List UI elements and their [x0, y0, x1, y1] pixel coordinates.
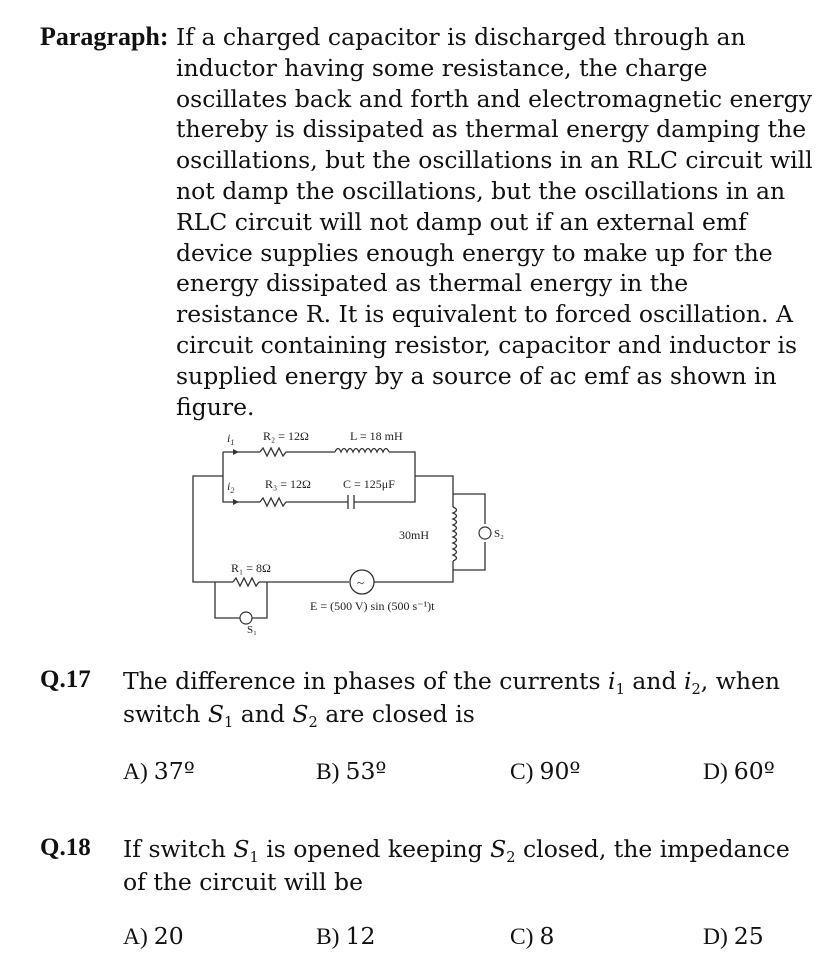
- l-label: L = 18 mH: [350, 429, 403, 443]
- circuit-diagram: i1 i2 R₂ = 12Ω L = 18 mH R₃ = 12Ω C = 12…: [192, 429, 504, 636]
- paragraph-text: If a charged capacitor is discharged thr…: [176, 22, 813, 422]
- paragraph-line: oscillates back and forth and electromag…: [176, 84, 812, 113]
- paragraph-line: oscillations, but the oscillations in an…: [176, 146, 813, 175]
- paragraph-line: inductor having some resistance, the cha…: [176, 53, 708, 82]
- right-wire: [375, 561, 454, 583]
- question-number: Q.18: [40, 834, 91, 861]
- paragraph-line: RLC circuit will not damp out if an exte…: [176, 207, 747, 236]
- branch2-wire: [222, 476, 260, 503]
- paragraph-label: Paragraph:: [40, 22, 169, 51]
- l2-inductor: [451, 506, 458, 562]
- question-line: If switch S1 is opened keeping S2 closed…: [123, 835, 790, 867]
- r1-resistor: [232, 576, 260, 588]
- option-b[interactable]: B)53º: [316, 757, 387, 785]
- option-c[interactable]: C)8: [510, 922, 555, 950]
- i2-arrow: [233, 499, 239, 505]
- paragraph-line: supplied energy by a source of ac emf as…: [176, 361, 777, 390]
- question-text: If switch S1 is opened keeping S2 closed…: [123, 833, 803, 899]
- s2-wire: [453, 542, 486, 571]
- branch1-wire: [389, 451, 416, 476]
- question-line: of the circuit will be: [123, 868, 363, 896]
- ac-source-symbol: ~: [357, 575, 364, 590]
- s1-wire: [252, 582, 268, 619]
- outer-wire: [192, 475, 233, 583]
- question-line: switch S1 and S2 are closed is: [123, 700, 475, 732]
- paragraph-line: figure.: [176, 392, 255, 421]
- paragraph-line: resistance R. It is equivalent to forced…: [176, 300, 793, 329]
- question-text: The difference in phases of the currents…: [123, 665, 803, 731]
- l2-label: 30mH: [399, 528, 429, 542]
- paragraph-line: If a charged capacitor is discharged thr…: [176, 23, 746, 51]
- emf-label: E = (500 V) sin (500 s⁻¹)t: [310, 599, 435, 613]
- i1-arrow: [233, 449, 239, 455]
- i2-label: i2: [227, 479, 234, 495]
- option-d[interactable]: D)25: [703, 922, 764, 950]
- option-a[interactable]: A)20: [123, 922, 184, 950]
- paragraph-line: device supplies enough energy to make up…: [176, 238, 773, 267]
- c-label: C = 125μF: [343, 477, 395, 491]
- r2-label: R₂ = 12Ω: [263, 429, 309, 443]
- question-number: Q.17: [40, 666, 91, 693]
- l1-inductor: [334, 447, 390, 454]
- paragraph-line: thereby is dissipated as thermal energy …: [176, 115, 807, 144]
- option-b[interactable]: B)12: [316, 922, 376, 950]
- paragraph-line: circuit containing resistor, capacitor a…: [176, 330, 798, 359]
- r1-label: R₁ = 8Ω: [231, 561, 271, 575]
- option-c[interactable]: C)90º: [510, 757, 581, 785]
- option-a[interactable]: A)37º: [123, 757, 195, 785]
- s2-switch: [478, 526, 492, 540]
- r2-resistor: [259, 446, 287, 458]
- right-wire: [415, 475, 454, 507]
- s1-switch: [239, 611, 253, 625]
- question-line: The difference in phases of the currents…: [123, 667, 780, 699]
- branch2-wire: [354, 476, 416, 503]
- s1-label: S₁: [247, 624, 257, 636]
- paragraph-line: energy dissipated as thermal energy in t…: [176, 269, 689, 298]
- r3-label: R₃ = 12Ω: [265, 477, 311, 491]
- s1-wire: [214, 582, 240, 619]
- paragraph-line: not damp the oscillations, but the oscil…: [176, 176, 786, 205]
- s2-label: S₂: [494, 528, 504, 540]
- s2-wire: [453, 493, 486, 524]
- i1-label: i1: [227, 431, 234, 447]
- option-d[interactable]: D)60º: [703, 757, 775, 785]
- r3-resistor: [259, 496, 287, 508]
